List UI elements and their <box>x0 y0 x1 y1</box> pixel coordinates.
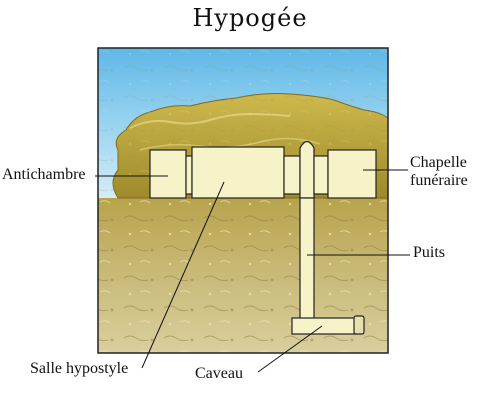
tomb-chambers <box>149 140 377 335</box>
puits-shaft <box>299 197 315 321</box>
salle-hypostyle-room <box>191 146 285 199</box>
shaft-column-top <box>299 140 315 199</box>
caveau-room <box>291 317 357 335</box>
label-salle-hypostyle: Salle hypostyle <box>30 360 129 377</box>
hypostyle-passage <box>283 155 301 195</box>
scene-frame <box>97 47 389 354</box>
label-antichambre: Antichambre <box>2 166 86 183</box>
frame-border <box>97 47 389 354</box>
label-chapelle-line1: Chapelle <box>410 154 467 171</box>
salle-hypostyle-leader <box>141 181 225 369</box>
caveau-leader <box>257 325 323 373</box>
leader-lines <box>95 169 410 373</box>
label-caveau: Caveau <box>195 365 243 382</box>
antichambre-passage <box>185 155 193 195</box>
label-puits: Puits <box>413 244 446 261</box>
chapelle-passage <box>313 155 329 195</box>
diagram-title: Hypogée <box>192 4 308 32</box>
sarcophagus <box>353 315 365 335</box>
chapelle-funeraire-room <box>327 149 377 199</box>
antichambre-room <box>149 149 187 199</box>
label-chapelle-line2: funéraire <box>410 172 468 189</box>
